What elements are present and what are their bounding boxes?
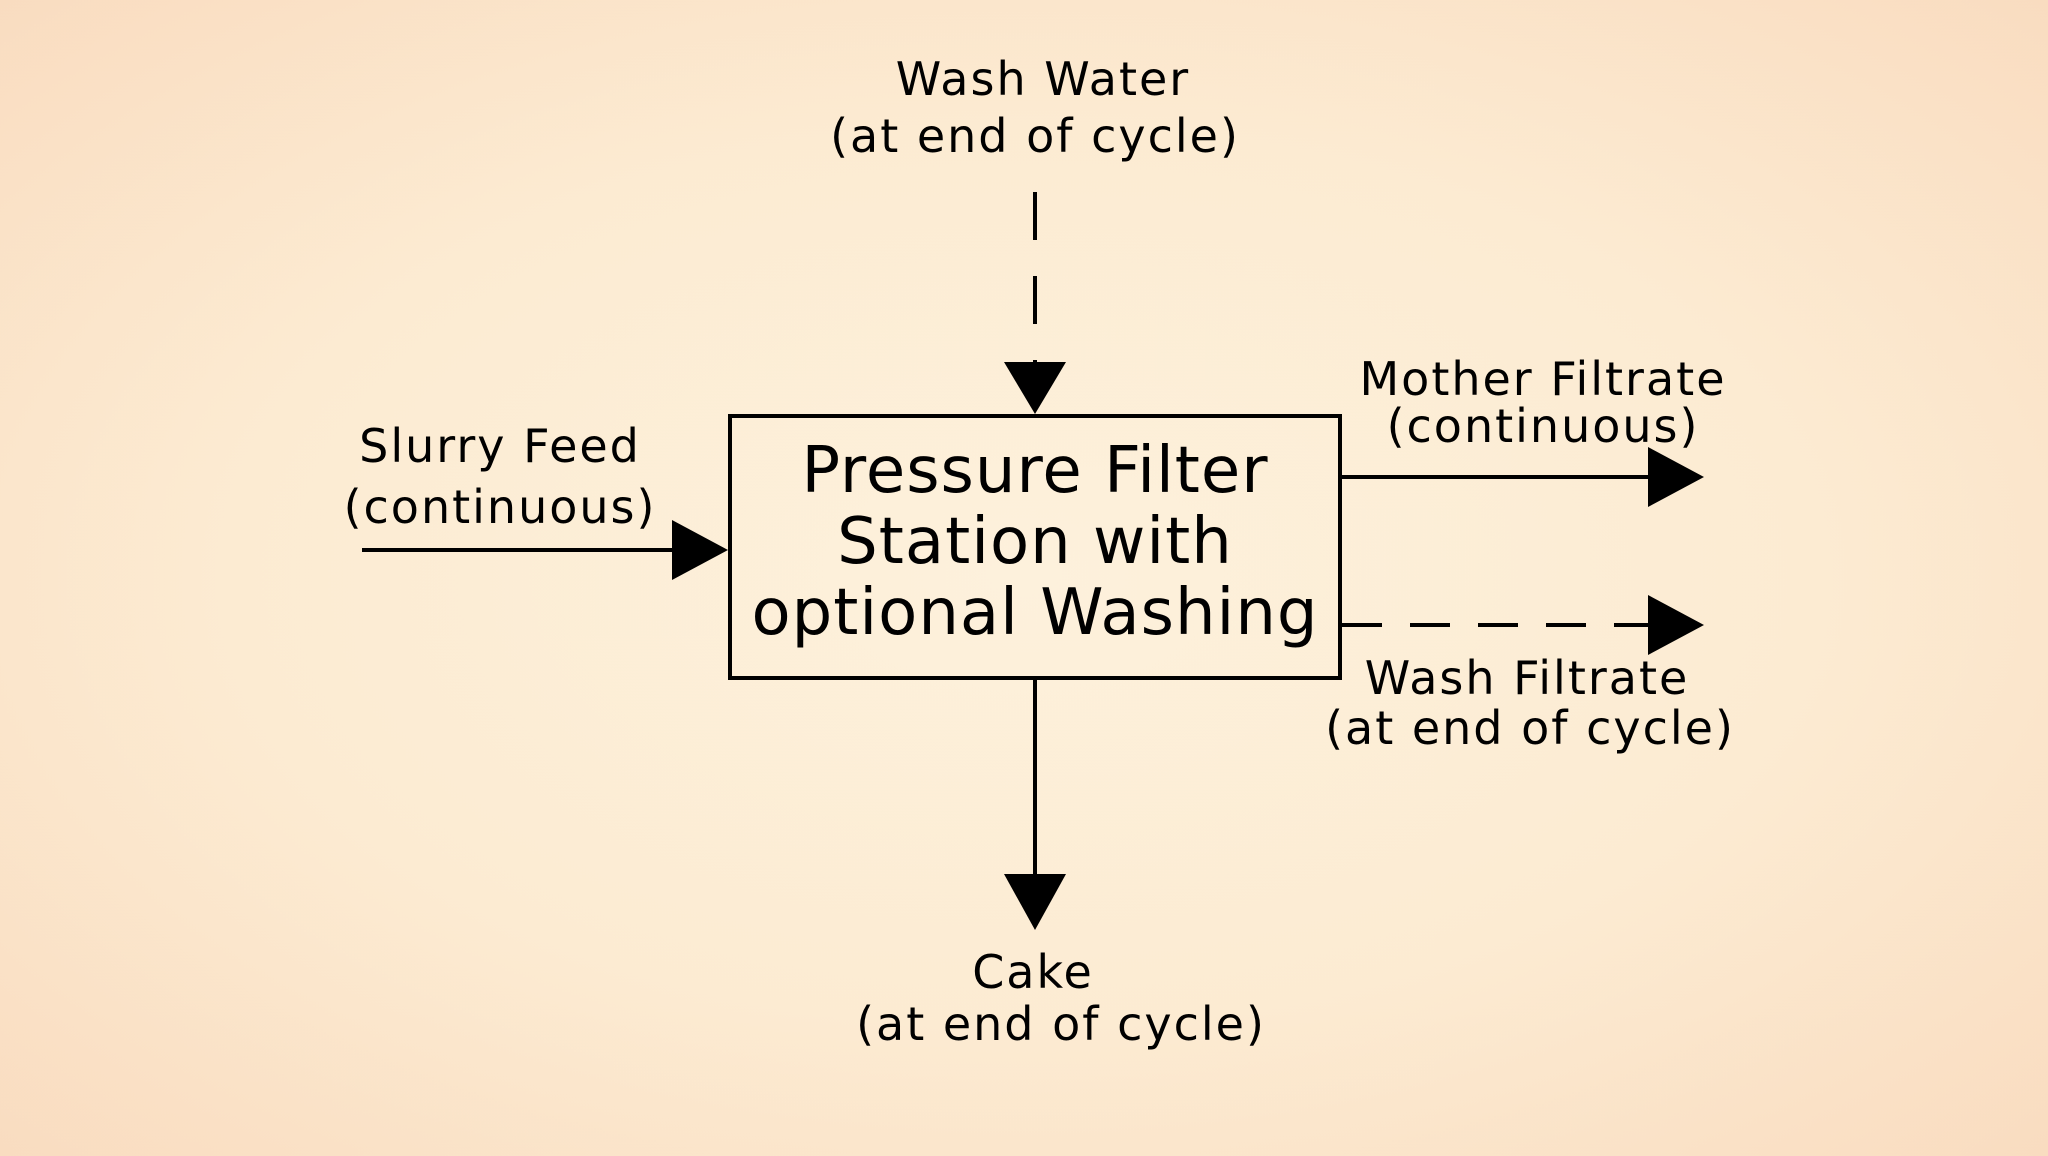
wash-filtrate-arrowhead — [1648, 595, 1704, 655]
slurry-feed-label: Slurry Feed — [359, 419, 641, 473]
process-box-line-1: Pressure Filter — [801, 434, 1268, 508]
process-box-line-3: optional Washing — [752, 576, 1319, 650]
wash-water-arrowhead — [1004, 362, 1066, 414]
wash-filtrate-label: Wash Filtrate — [1365, 651, 1690, 705]
wash-filtrate-timing: (at end of cycle) — [1325, 701, 1735, 755]
cake-timing: (at end of cycle) — [856, 997, 1266, 1051]
process-box-line-2: Station with — [837, 505, 1233, 579]
process-box — [728, 414, 1342, 680]
cake-label: Cake — [972, 945, 1094, 999]
mother-filtrate-timing: (continuous) — [1387, 399, 1700, 453]
mother-filtrate-label: Mother Filtrate — [1359, 352, 1726, 406]
wash-water-label: Wash Water — [896, 52, 1190, 106]
slurry-feed-arrowhead — [672, 520, 728, 580]
wash-water-timing: (at end of cycle) — [830, 109, 1240, 163]
slurry-feed-timing: (continuous) — [344, 480, 657, 534]
mother-filtrate-arrowhead — [1648, 447, 1704, 507]
cake-arrowhead — [1004, 874, 1066, 930]
